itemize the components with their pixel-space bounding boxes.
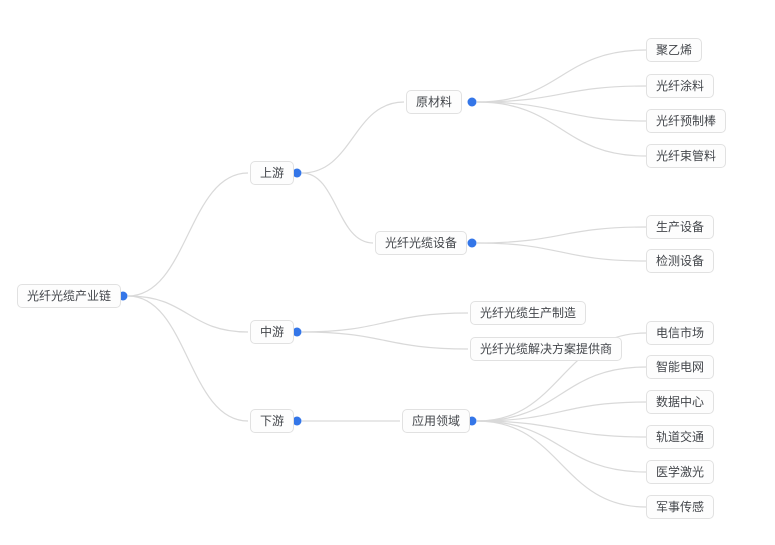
edge-root-midstream [127,295,249,333]
edge-upstream-raw-materials [301,101,405,174]
edge-raw-polyethylene [476,49,647,103]
node-raw-materials[interactable]: 原材料 [406,90,463,114]
node-testing-equipment[interactable]: 检测设备 [646,249,715,273]
edge-root-upstream [127,172,249,297]
node-cable-manufacturing[interactable]: 光纤光缆生产制造 [470,301,587,325]
edge-raw-fiber-preform [476,101,647,122]
node-fiber-preform[interactable]: 光纤预制棒 [646,109,727,133]
edge-root-downstream [127,295,249,422]
node-telecom-market[interactable]: 电信市场 [646,321,715,345]
node-fiber-cable-equipment[interactable]: 光纤光缆设备 [375,231,468,255]
edge-midstream-solution [301,331,469,350]
node-military-sensing[interactable]: 军事传感 [646,495,715,519]
edge-app-rail [476,420,647,438]
collapse-dot-equipment[interactable] [467,238,477,248]
edge-app-military [476,420,647,508]
edge-app-medical [476,420,647,473]
edge-upstream-equipment [301,172,374,244]
node-root[interactable]: 光纤光缆产业链 [17,284,122,308]
node-polyethylene[interactable]: 聚乙烯 [646,38,703,62]
edge-app-smart-grid [476,366,647,422]
node-downstream[interactable]: 下游 [250,409,295,433]
edge-midstream-manufacturing [301,312,469,333]
node-application-fields[interactable]: 应用领域 [402,409,471,433]
edge-equipment-production [476,226,647,244]
edge-app-data-center [476,401,647,422]
node-fiber-loose-tube[interactable]: 光纤束管料 [646,144,727,168]
node-solution-provider[interactable]: 光纤光缆解决方案提供商 [470,337,623,361]
node-fiber-coating[interactable]: 光纤涂料 [646,74,715,98]
node-data-center[interactable]: 数据中心 [646,390,715,414]
edge-raw-fiber-coating [476,85,647,103]
node-rail-transit[interactable]: 轨道交通 [646,425,715,449]
node-production-equipment[interactable]: 生产设备 [646,215,715,239]
collapse-dot-upstream[interactable] [292,168,302,178]
edge-raw-loose-tube [476,101,647,157]
edge-equipment-testing [476,242,647,262]
collapse-dot-raw-materials[interactable] [467,97,477,107]
node-smart-grid[interactable]: 智能电网 [646,355,715,379]
collapse-dot-downstream[interactable] [292,416,302,426]
collapse-dot-midstream[interactable] [292,327,302,337]
node-midstream[interactable]: 中游 [250,320,295,344]
node-upstream[interactable]: 上游 [250,161,295,185]
node-medical-laser[interactable]: 医学激光 [646,460,715,484]
